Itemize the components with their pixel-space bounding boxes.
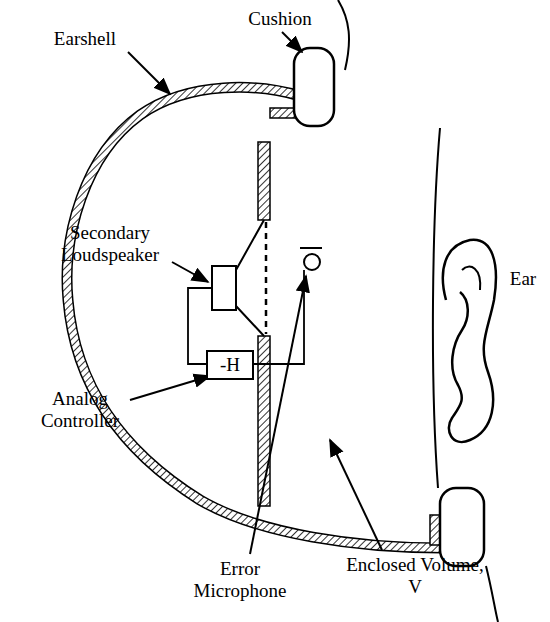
- part-label: Analog Controller: [20, 388, 140, 432]
- part-label: Earshell: [30, 28, 140, 50]
- earshell-outline: [67, 87, 442, 548]
- head-outline: [433, 128, 440, 488]
- ear-outline: [443, 240, 496, 442]
- speaker-diaphragm: [265, 222, 268, 334]
- part-label: Secondary Loudspeaker: [40, 222, 180, 266]
- leader-line: [282, 32, 302, 52]
- head-outline: [338, 0, 349, 70]
- wire: [254, 270, 304, 364]
- ear-detail: [462, 267, 480, 290]
- leader-line: [130, 376, 210, 400]
- cushion: [294, 48, 334, 126]
- part-label: Ear: [500, 268, 546, 290]
- speaker-cone: [236, 220, 264, 336]
- leader-line: [172, 262, 208, 282]
- part-label: Error Microphone: [180, 558, 300, 602]
- cushion-flange: [270, 108, 296, 118]
- head-outline: [486, 566, 498, 622]
- earshell-hatch: [67, 87, 442, 548]
- leader-line: [330, 440, 382, 550]
- front-plate: [258, 142, 270, 220]
- part-label: Enclosed Volume, V: [345, 554, 485, 598]
- controller-gain: -H: [220, 354, 240, 376]
- cushion-flange: [430, 515, 440, 545]
- leader-line: [250, 276, 306, 554]
- controller-box: -H: [206, 350, 254, 380]
- leader-line: [128, 52, 170, 94]
- speaker-magnet: [212, 266, 236, 310]
- microphone-baffle: [300, 247, 322, 249]
- part-label: Cushion: [225, 8, 335, 30]
- error-microphone-symbol: [304, 254, 320, 270]
